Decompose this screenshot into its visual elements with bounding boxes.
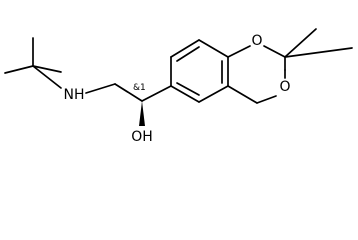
ring-bond-5 <box>198 85 229 103</box>
structure-diagram: NH OH O O &1 <box>4 28 353 145</box>
nitrogen-to-ch2-bond <box>85 83 116 94</box>
ring-double-bond-inner-3 <box>176 82 200 96</box>
tbu-methyl-right-bond <box>32 65 62 73</box>
top-oxygen-to-acetal-carbon-bond <box>263 45 286 58</box>
ch2-to-chiral-carbon-bond <box>114 83 143 102</box>
benzene-ring <box>170 39 229 103</box>
ring-double-bond-inner-1 <box>176 46 200 62</box>
amine-label: NH <box>64 87 85 103</box>
acetal-methyl-right-bond <box>284 47 353 58</box>
ring-bond-6 <box>170 85 200 103</box>
ring-to-top-oxygen-bond <box>227 45 251 58</box>
molecule-drawing: NH OH O O &1 <box>4 28 353 145</box>
ch2-to-ring-bond <box>227 85 258 104</box>
dioxane-ring <box>227 45 286 104</box>
wedge-bond-to-hydroxyl <box>139 101 145 126</box>
ring-bond-3 <box>198 39 229 58</box>
ring-bond-2 <box>170 39 200 58</box>
chiral-carbon-to-ring-bond <box>141 85 172 102</box>
stereo-annotation: &1 <box>133 83 146 93</box>
tert-butyl-group <box>4 37 62 89</box>
bottom-oxygen-to-ch2-bond <box>256 95 277 104</box>
tbu-methyl-left-bond <box>4 65 34 74</box>
hydroxyl-label: OH <box>131 129 153 145</box>
ring-oxygen-bottom-label: O <box>279 79 290 95</box>
acetal-methyl-up-bond <box>284 28 317 58</box>
ring-oxygen-top-label: O <box>251 33 262 49</box>
tbu-to-nitrogen-bond <box>32 65 62 89</box>
